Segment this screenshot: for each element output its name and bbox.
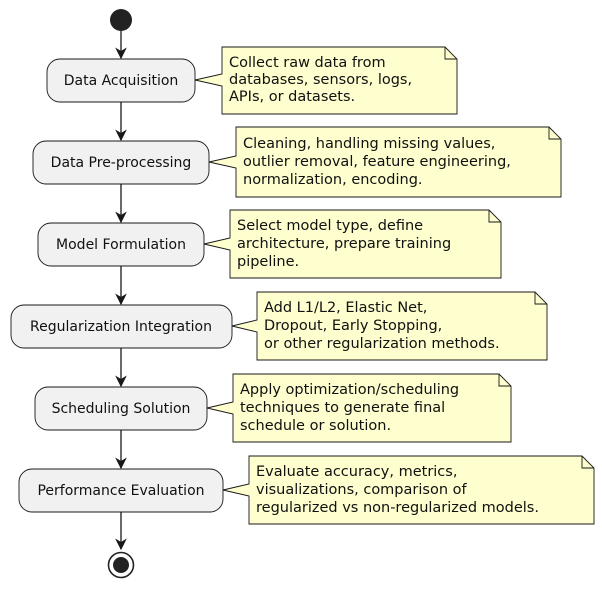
activity-scheduling-solution: Scheduling Solution (34, 386, 208, 431)
activity-label: Data Pre-processing (51, 155, 192, 171)
note-performance-evaluation: Evaluate accuracy, metrics, visualizatio… (222, 455, 595, 525)
note-scheduling-solution: Apply optimization/scheduling techniques… (206, 373, 512, 443)
note-line: schedule or solution. (240, 418, 391, 434)
note-line: normalization, encoding. (243, 172, 423, 188)
note-line: Apply optimization/scheduling (240, 382, 459, 398)
note-line: Collect raw data from (229, 55, 386, 71)
activity-data-acquisition: Data Acquisition (46, 58, 196, 103)
activity-label: Data Acquisition (64, 73, 179, 89)
note-line: APIs, or datasets. (229, 89, 355, 105)
activity-data-pre-processing: Data Pre-processing (32, 140, 210, 185)
note-line: Add L1/L2, Elastic Net, (264, 300, 427, 316)
note-line: pipeline. (237, 254, 299, 270)
activity-label: Performance Evaluation (37, 483, 204, 499)
activity-model-formulation: Model Formulation (37, 222, 205, 267)
note-model-formulation: Select model type, define architecture, … (203, 209, 502, 279)
note-line: outlier removal, feature engineering, (243, 154, 511, 170)
note-line: databases, sensors, logs, (229, 72, 412, 88)
note-line: architecture, prepare training (237, 236, 451, 252)
note-line: or other regularization methods. (264, 336, 500, 352)
note-data-acquisition: Collect raw data from databases, sensors… (194, 46, 458, 115)
activity-regularization-integration: Regularization Integration (10, 304, 233, 349)
note-line: Cleaning, handling missing values, (243, 136, 495, 152)
note-line: regularized vs non-regularized models. (256, 500, 539, 516)
activity-label: Model Formulation (56, 237, 186, 253)
note-line: Dropout, Early Stopping, (264, 318, 442, 334)
start-node (110, 9, 132, 31)
activity-label: Scheduling Solution (52, 401, 191, 417)
activity-performance-evaluation: Performance Evaluation (18, 468, 224, 513)
note-regularization-integration: Add L1/L2, Elastic Net, Dropout, Early S… (231, 291, 548, 361)
end-node (107, 551, 135, 579)
note-line: techniques to generate final (240, 400, 445, 416)
note-line: Evaluate accuracy, metrics, (256, 464, 457, 480)
note-line: visualizations, comparison of (256, 482, 467, 498)
note-data-pre-processing: Cleaning, handling missing values, outli… (208, 126, 562, 198)
note-line: Select model type, define (237, 218, 423, 234)
activity-label: Regularization Integration (30, 319, 212, 335)
